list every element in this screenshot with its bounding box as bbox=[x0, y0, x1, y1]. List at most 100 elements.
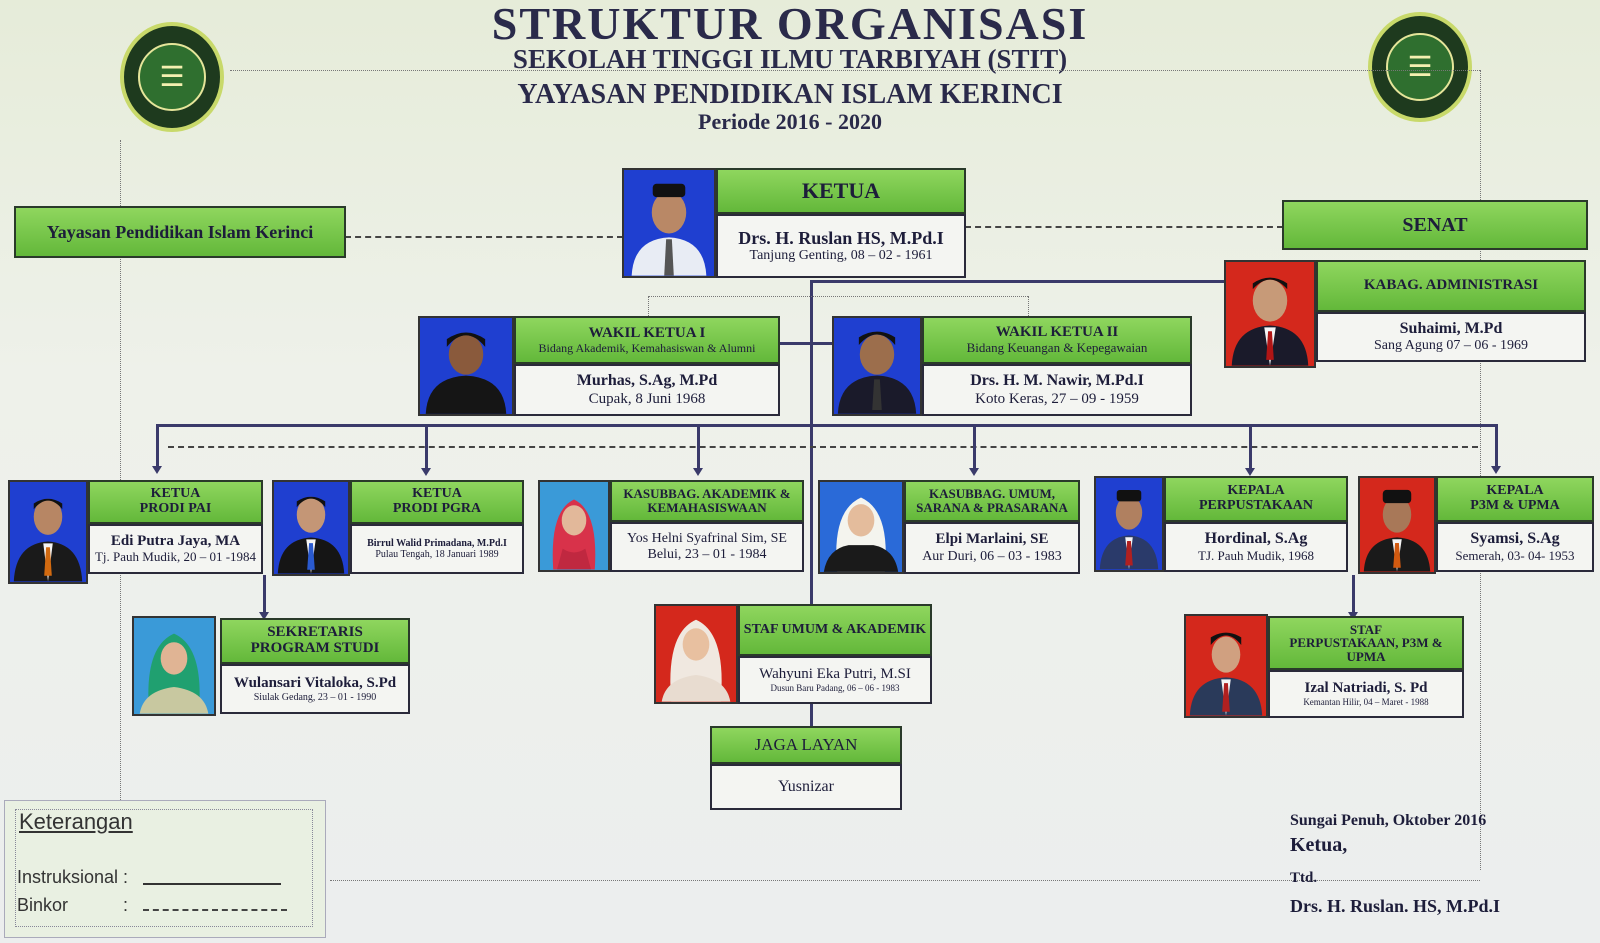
units-solid-line bbox=[156, 424, 1498, 427]
arrow-pai bbox=[152, 466, 162, 474]
staf-umum-photo bbox=[654, 604, 738, 704]
staf-perpus-role-2: PERPUSTAKAAN, P3M & bbox=[1289, 635, 1443, 651]
wakil1-detail: Cupak, 8 Juni 1968 bbox=[588, 390, 706, 407]
signature-ttd: Ttd. bbox=[1290, 870, 1318, 886]
kabag-photo bbox=[1224, 260, 1316, 368]
wakil1-info: Murhas, S.Ag, M.Pd Cupak, 8 Juni 1968 bbox=[514, 364, 780, 416]
arrow-kasubbag-umum bbox=[969, 468, 979, 476]
kepala-perpustakaan-role: KEPALA PERPUSTAKAAN bbox=[1164, 476, 1348, 522]
stit-logo-left: ☰ bbox=[120, 22, 224, 132]
kepala-perpustakaan-photo bbox=[1094, 476, 1164, 572]
foundation-title: YAYASAN PENDIDIKAN ISLAM KERINCI bbox=[517, 79, 1063, 110]
kepala-p3m-role: KEPALA P3M & UPMA bbox=[1436, 476, 1594, 522]
kasubbag-akademik-role: KASUBBAG. AKADEMIK & KEMAHASISWAAN bbox=[610, 480, 804, 522]
wakil2-dotted-drop bbox=[1028, 296, 1029, 316]
staf-umum-info: Wahyuni Eka Putri, M.SI Dusun Baru Padan… bbox=[738, 656, 932, 704]
kasubbag-umum-role-2: SARANA & PRASARANA bbox=[916, 500, 1068, 515]
kasubbag-akademik-photo bbox=[538, 480, 610, 572]
kepala-p3m-role-1: KEPALA bbox=[1486, 483, 1544, 499]
signature-place-date: Sungai Penuh, Oktober 2016 bbox=[1290, 812, 1487, 829]
book-icon: ☰ bbox=[138, 43, 206, 111]
ketua-info: Drs. H. Ruslan HS, M.Pd.I Tanjung Gentin… bbox=[716, 214, 966, 278]
chart-title: STRUKTUR ORGANISASI bbox=[491, 0, 1089, 49]
frame-top-line bbox=[230, 70, 1480, 71]
signature-role: Ketua, bbox=[1290, 834, 1348, 856]
staf-perpus-name: Izal Natriadi, S. Pd bbox=[1304, 680, 1428, 697]
wakil2-name: Drs. H. M. Nawir, M.Pd.I bbox=[970, 372, 1144, 390]
prodi-pgra-info: Birrul Walid Primadana, M.Pd.I Pulau Ten… bbox=[350, 524, 524, 574]
kepala-p3m-role-2: P3M & UPMA bbox=[1470, 498, 1560, 513]
legend-instruksional-sep: : bbox=[123, 867, 129, 887]
legend-solid-line bbox=[143, 883, 281, 885]
kepala-perpustakaan-role-1: KEPALA bbox=[1227, 483, 1285, 499]
keterangan-panel: Keterangan Instruksional : Binkor : bbox=[4, 800, 326, 938]
drop-kasubbag-akademik bbox=[697, 424, 700, 470]
prodi-pgra-role-2: PRODI PGRA bbox=[392, 501, 482, 516]
prodi-pai-role-2: PRODI PAI bbox=[139, 501, 212, 516]
wakil1-dotted-drop bbox=[648, 296, 649, 316]
sekretaris-role: SEKRETARIS PROGRAM STUDI bbox=[220, 618, 410, 664]
kasubbag-umum-role-1: KASUBBAG. UMUM, bbox=[928, 486, 1056, 502]
arrow-perpustakaan bbox=[1245, 468, 1255, 476]
staf-perpus-photo bbox=[1184, 614, 1268, 718]
legend-binkor-label: Binkor bbox=[17, 895, 69, 915]
legend-instruksional-label: Instruksional bbox=[17, 867, 119, 887]
kasubbag-akademik-name: Yos Helni Syafrinal Sim, SE bbox=[627, 530, 787, 546]
wakil1-role-box: WAKIL KETUA I Bidang Akademik, Kemahasis… bbox=[514, 316, 780, 364]
yayasan-box: Yayasan Pendidikan Islam Kerinci bbox=[14, 206, 346, 258]
arrow-pgra bbox=[421, 468, 431, 476]
staf-umum-role: STAF UMUM & AKADEMIK bbox=[738, 604, 932, 656]
sekretaris-info: Wulansari Vitaloka, S.Pd Siulak Gedang, … bbox=[220, 664, 410, 714]
prodi-pai-role-1: KETUA bbox=[150, 486, 201, 502]
legend-binkor-sep: : bbox=[123, 895, 129, 915]
ketua-detail: Tanjung Genting, 08 – 02 - 1961 bbox=[749, 248, 933, 264]
units-dashed-line bbox=[168, 446, 1478, 448]
staf-perpus-role-3: UPMA bbox=[1346, 648, 1386, 664]
kasubbag-akademik-detail: Belui, 23 – 01 - 1984 bbox=[647, 547, 767, 562]
kabag-name: Suhaimi, M.Pd bbox=[1399, 319, 1503, 337]
frame-right-line bbox=[1480, 70, 1481, 870]
kasubbag-umum-info: Elpi Marlaini, SE Aur Duri, 06 – 03 - 19… bbox=[904, 522, 1080, 574]
kasubbag-akademik-info: Yos Helni Syafrinal Sim, SE Belui, 23 – … bbox=[610, 522, 804, 572]
kabag-link-line bbox=[810, 280, 1225, 283]
kasubbag-umum-detail: Aur Duri, 06 – 03 - 1983 bbox=[922, 548, 1062, 564]
book-icon: ☰ bbox=[1386, 33, 1454, 101]
kepala-perpustakaan-name: Hordinal, S.Ag bbox=[1204, 530, 1308, 548]
wakil1-sub: Bidang Akademik, Kemahasiswan & Alumni bbox=[538, 340, 756, 355]
senat-dashed-link bbox=[965, 226, 1283, 228]
jaga-layan-name: Yusnizar bbox=[710, 764, 902, 810]
wakil1-role: WAKIL KETUA I bbox=[588, 324, 706, 341]
kabag-role: KABAG. ADMINISTRASI bbox=[1316, 260, 1586, 312]
chart-subtitle: SEKOLAH TINGGI ILMU TARBIYAH (STIT) bbox=[512, 44, 1068, 74]
wakil-link-line bbox=[780, 342, 832, 345]
keterangan-frame bbox=[15, 809, 313, 927]
yayasan-dashed-link bbox=[345, 236, 623, 238]
drop-staf-perpus bbox=[1352, 575, 1355, 615]
prodi-pai-role: KETUA PRODI PAI bbox=[88, 480, 263, 524]
prodi-pai-photo bbox=[8, 480, 88, 584]
kepala-p3m-name: Syamsi, S.Ag bbox=[1470, 530, 1560, 548]
sekretaris-name: Wulansari Vitaloka, S.Pd bbox=[233, 674, 397, 691]
wakil1-name: Murhas, S.Ag, M.Pd bbox=[576, 372, 718, 390]
kepala-perpustakaan-info: Hordinal, S.Ag TJ. Pauh Mudik, 1968 bbox=[1164, 522, 1348, 572]
staf-perpus-info: Izal Natriadi, S. Pd Kemantan Hilir, 04 … bbox=[1268, 670, 1464, 718]
legend-dashed-line bbox=[143, 909, 287, 911]
main-vertical-line bbox=[810, 280, 813, 610]
staf-perpus-detail: Kemantan Hilir, 04 – Maret - 1988 bbox=[1303, 697, 1429, 708]
kabag-detail: Sang Agung 07 – 06 - 1969 bbox=[1374, 338, 1528, 354]
wakil-dotted-link bbox=[648, 296, 1028, 297]
senat-box: SENAT bbox=[1282, 200, 1588, 250]
drop-perpustakaan bbox=[1249, 424, 1252, 470]
wakil2-photo bbox=[832, 316, 922, 416]
drop-p3m bbox=[1495, 424, 1498, 468]
arrow-sekretaris bbox=[259, 612, 269, 620]
kepala-p3m-photo bbox=[1358, 476, 1436, 574]
prodi-pgra-detail: Pulau Tengah, 18 Januari 1989 bbox=[375, 549, 499, 560]
wakil2-role: WAKIL KETUA II bbox=[995, 324, 1119, 341]
sekretaris-photo bbox=[132, 616, 216, 716]
ketua-photo bbox=[622, 168, 716, 278]
staf-perpus-role: STAF PERPUSTAKAAN, P3M & UPMA bbox=[1268, 616, 1464, 670]
sekretaris-role-2: PROGRAM STUDI bbox=[250, 640, 380, 656]
staf-umum-detail: Dusun Baru Padang, 06 – 06 - 1983 bbox=[770, 683, 900, 694]
kepala-p3m-detail: Semerah, 03- 04- 1953 bbox=[1455, 547, 1575, 563]
